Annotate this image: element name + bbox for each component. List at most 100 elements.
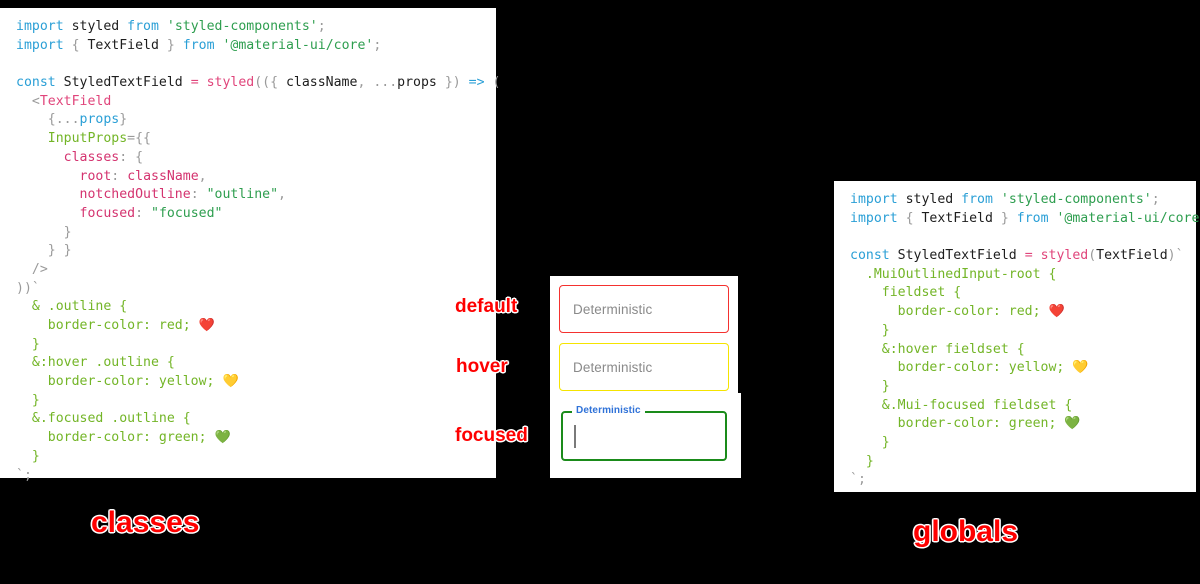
code-token: root [79,168,112,184]
code-token: import [850,192,898,207]
code-token [16,187,80,202]
code-token: } [16,448,40,464]
code-token: : [111,168,128,184]
code-line: notchedOutline: "outline", [16,186,496,205]
code-token: ` [1175,248,1184,264]
code-line: } [850,453,1196,472]
code-token: = [1024,248,1041,264]
code-line: import styled from 'styled-components'; [16,18,496,37]
code-token: fieldset { [850,285,962,301]
code-line: &:hover .outline { [16,354,496,373]
code-token: from [961,192,993,207]
text-caret [574,425,576,448]
code-line: import { TextField } from '@material-ui/… [850,210,1200,229]
code-token: }) [436,75,469,91]
code-token: border-color: yellow; [16,374,223,390]
code-token: } [16,336,40,352]
code-token: { [111,299,128,315]
code-line: } [16,392,496,411]
code-line: &.focused .outline { [16,410,496,429]
code-token: TextField [921,210,993,226]
code-token: '@material-ui/core' [1056,210,1200,226]
code-token: } } [16,243,72,259]
code-line: const StyledTextField = styled(({ classN… [16,74,500,93]
code-token: import [16,37,64,53]
code-line: const StyledTextField = styled(TextField… [850,247,1196,266]
code-token: } [16,392,40,408]
code-token: styled [206,75,255,91]
code-token [16,131,48,146]
code-token: import [850,210,898,226]
code-token: props [397,75,437,91]
code-token: styled [63,19,128,34]
code-token: &:hover fieldset { [850,341,1025,357]
code-token: , [198,168,207,184]
code-token: ... [373,75,398,91]
textfield-default-value: Deterministic [573,301,653,317]
code-token: ={{ [127,131,151,147]
code-line [850,228,1196,247]
code-token: & .outline [16,299,112,315]
code-token: const [850,248,890,264]
code-token: border-color: green; [16,430,215,446]
code-token: `; [16,467,32,483]
code-token: border-color: red; [850,304,1049,320]
code-token: border-color: yellow; [850,360,1073,376]
code-token: 'styled-components' [1000,192,1152,207]
code-line: .MuiOutlinedInput-root { [850,266,1196,285]
code-token: ❤️ [1048,304,1065,320]
textfield-hover[interactable]: Deterministic [559,343,729,391]
code-panel-globals: import styled from 'styled-components';i… [834,181,1200,492]
textfield-default[interactable]: Deterministic [559,285,729,333]
code-token: from [1016,210,1049,226]
code-token: &:hover .outline { [16,355,175,371]
textfield-hover-value: Deterministic [573,359,653,375]
code-line: InputProps={{ [16,130,496,149]
code-line: import styled from 'styled-components'; [850,191,1196,210]
code-line: ))` [16,280,496,299]
code-token [159,19,167,34]
caption-globals: globals [913,515,1019,548]
code-token: ; [373,37,382,53]
code-token: `; [850,472,866,488]
code-token: } [119,112,128,128]
code-line: /> [16,261,496,280]
code-token: StyledTextField [55,75,191,91]
code-line: `; [16,467,496,486]
code-line: focused: "focused" [16,205,496,224]
code-token: : [135,205,151,221]
code-token: { [63,37,88,53]
code-token: : [190,187,207,203]
code-line: } [16,224,496,243]
code-line: border-color: yellow; 💛 [16,373,496,392]
code-token: className [127,168,199,184]
code-token: import [16,19,64,34]
code-token: TextField [1096,248,1168,264]
annotation-focused: focused [455,425,528,446]
code-token: {... [16,112,80,128]
code-token: } [850,378,890,394]
code-line: } [16,336,496,355]
code-line: import { TextField } from '@material-ui/… [16,37,496,56]
code-line: <TextField [16,93,496,112]
code-token: } [850,322,890,338]
code-token: border-color: green; [850,416,1065,432]
code-line: &:hover fieldset { [850,341,1196,360]
code-token: ; [317,19,326,34]
code-line: border-color: yellow; 💛 [850,359,1196,378]
code-token: TextField [87,37,159,53]
code-token: styled [1040,248,1089,264]
code-token: InputProps [47,131,128,147]
annotation-hover: hover [456,356,508,377]
code-token: 💚 [1064,416,1081,432]
code-line: {...props} [16,111,496,130]
textfield-focused[interactable]: Deterministic [561,405,727,461]
code-token: } [992,210,1017,226]
code-line: border-color: green; 💚 [850,415,1196,434]
annotation-default: default [455,296,518,317]
code-token: ❤️ [198,318,215,333]
code-token [993,192,1001,207]
code-token: styled [897,192,962,207]
code-token: "outline" [206,187,279,203]
code-line: &.Mui-focused fieldset { [850,397,1196,416]
